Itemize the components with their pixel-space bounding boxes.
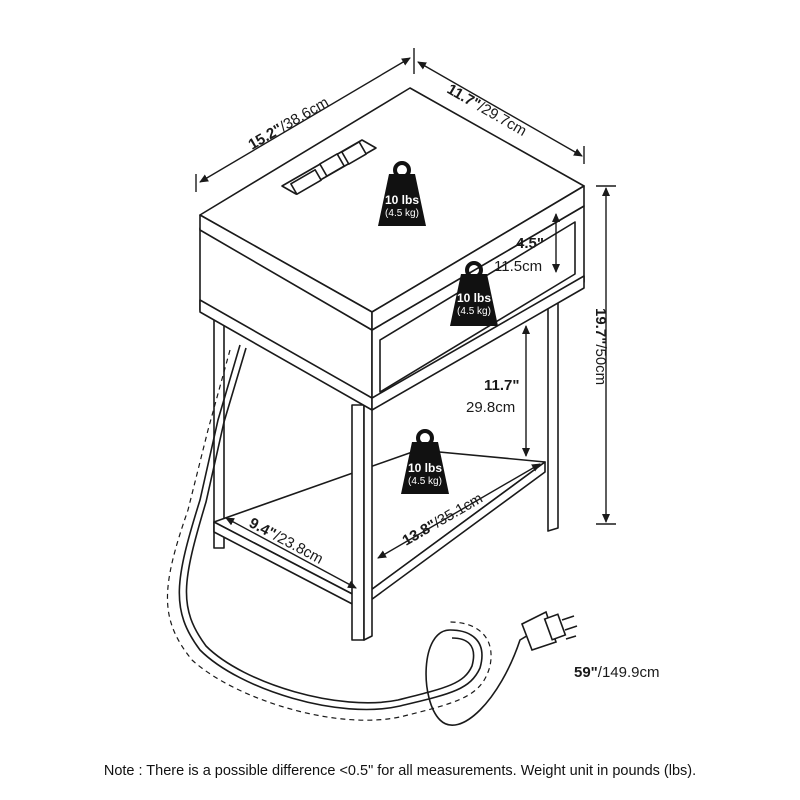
svg-text:(4.5 kg): (4.5 kg) (408, 476, 442, 487)
cord-length-label: 59"/149.9cm (574, 664, 660, 681)
shelf-depth-dimension-line (225, 517, 357, 589)
svg-text:10 lbs: 10 lbs (385, 193, 419, 207)
back-left-leg (213, 299, 225, 549)
tabletop-side-edge (371, 185, 585, 331)
shelf-gap-cm-label: 29.8cm (466, 399, 515, 416)
svg-text:10 lbs: 10 lbs (408, 461, 442, 475)
svg-text:(4.5 kg): (4.5 kg) (385, 208, 419, 219)
svg-text:10 lbs: 10 lbs (457, 291, 491, 305)
back-right-leg (547, 286, 559, 532)
power-cord (166, 344, 541, 726)
measurement-note: Note : There is a possible difference <0… (103, 763, 697, 779)
shelf-gap-inch-label: 11.7" (484, 377, 519, 394)
weight-badge-middle: 10 lbs (4.5 kg) (450, 261, 498, 326)
drawer-opening (379, 221, 576, 393)
cord-measure-path (166, 349, 492, 721)
weight-badge-top: 10 lbs (4.5 kg) (378, 161, 426, 226)
width-dimension-line (199, 57, 411, 183)
svg-text:(4.5 kg): (4.5 kg) (457, 306, 491, 317)
depth-dimension-line (417, 61, 583, 157)
drawer-height-cm-label: 11.5cm (494, 258, 542, 275)
height-label: 19.7"/50cm (592, 308, 609, 385)
power-plug (520, 610, 578, 652)
dimension-lines (195, 48, 616, 589)
front-left-leg (351, 404, 365, 641)
shelf-width-dimension-line (377, 463, 541, 559)
weight-badge-bottom: 10 lbs (4.5 kg) (401, 429, 449, 494)
middle-band-side (371, 275, 585, 411)
drawer-height-inch-label: 4.5" (516, 235, 544, 252)
front-right-leg (363, 401, 373, 641)
